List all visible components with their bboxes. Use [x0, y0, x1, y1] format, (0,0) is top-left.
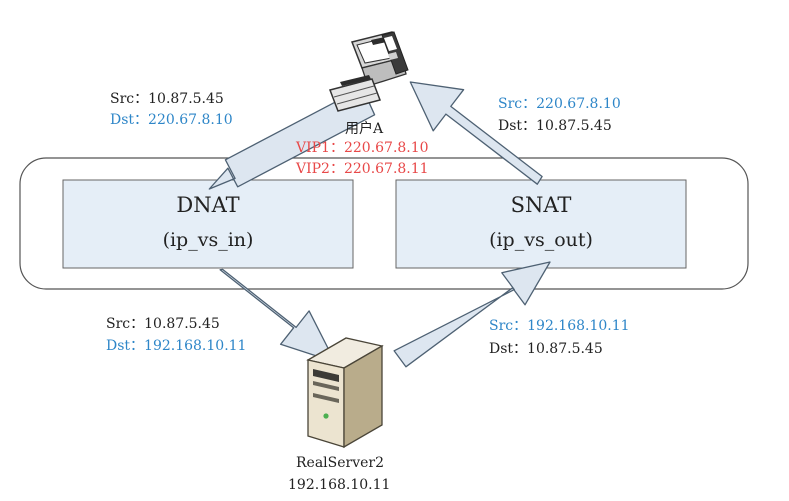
- user-label: 用户A: [345, 121, 384, 137]
- server-name: RealServer2: [296, 455, 385, 471]
- arrow-snat-to-user: [409, 81, 543, 185]
- snat-subtitle: (ip_vs_out): [489, 229, 593, 251]
- computer-icon: [329, 31, 409, 112]
- dnat-box: [62, 179, 354, 269]
- client-in-dst: Dst：220.67.8.10: [110, 112, 233, 128]
- client-out-dst: Dst：10.87.5.45: [498, 118, 612, 134]
- client-out-src: Src：220.67.8.10: [498, 96, 621, 112]
- dnat-title: DNAT: [176, 193, 240, 217]
- server-ip: 192.168.10.11: [288, 477, 391, 493]
- server-in-src: Src：10.87.5.45: [106, 316, 220, 332]
- vip2-label: VIP2：220.67.8.11: [296, 161, 429, 177]
- snat-box: [395, 179, 687, 269]
- snat-title: SNAT: [510, 193, 572, 217]
- arrow-dnat-to-server: [219, 268, 336, 363]
- server-in-dst: Dst：192.168.10.11: [106, 338, 247, 354]
- server-out-dst: Dst：10.87.5.45: [489, 341, 603, 357]
- dnat-subtitle: (ip_vs_in): [162, 229, 254, 251]
- server-icon: [306, 337, 384, 449]
- arrow-user-to-dnat: [208, 87, 376, 190]
- arrow-server-to-snat: [393, 261, 551, 368]
- vip1-label: VIP1：220.67.8.10: [296, 140, 429, 156]
- client-in-src: Src：10.87.5.45: [110, 91, 224, 107]
- server-out-src: Src：192.168.10.11: [489, 318, 630, 334]
